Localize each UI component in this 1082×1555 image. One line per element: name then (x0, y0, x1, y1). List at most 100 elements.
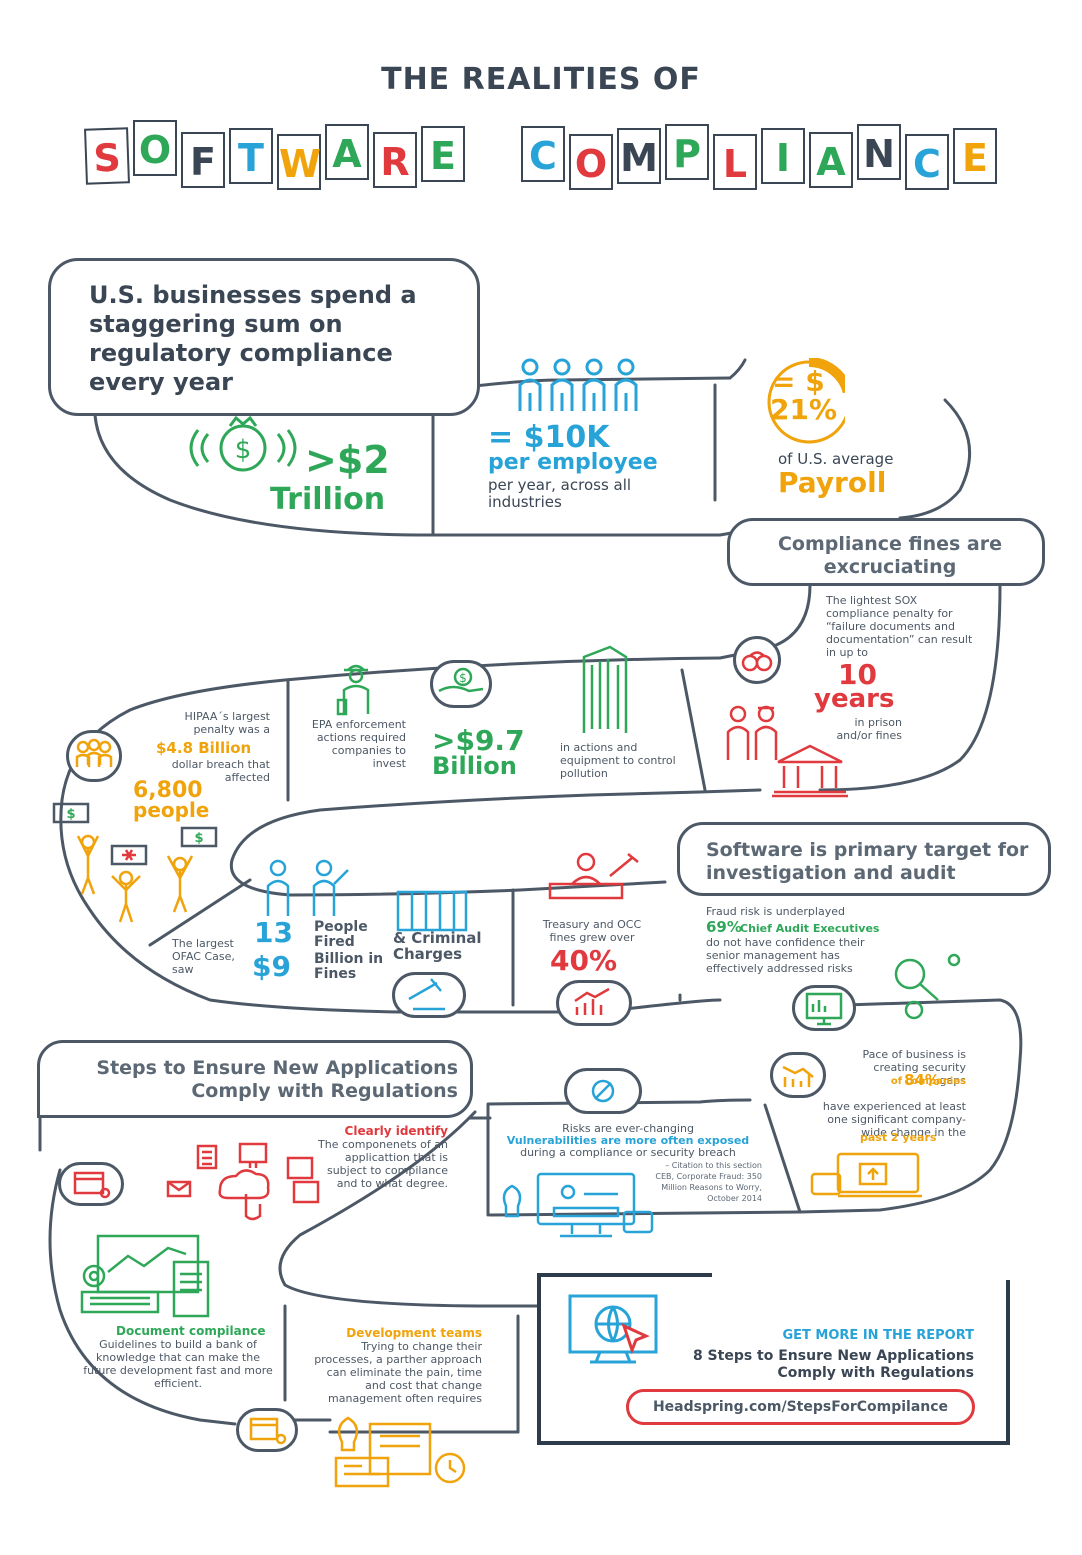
tile-r: R (373, 132, 417, 188)
svg-text:$: $ (459, 671, 467, 685)
step1-title: Clearly identify (344, 1124, 448, 1138)
tile-c: C (521, 126, 565, 182)
ofac-num1: 13 (254, 916, 293, 949)
tile-e: E (421, 126, 465, 182)
worker-icon (336, 664, 370, 716)
handcuffs-icon (741, 651, 773, 672)
tile-p: P (665, 124, 709, 180)
section1-heading: U.S. businesses spend a staggering sum o… (89, 281, 417, 396)
sox-unit: years (814, 684, 895, 714)
title-tiles: S O F T W A R E C O M P L I A N C E (84, 120, 1005, 200)
decline-chart-icon (782, 1065, 814, 1087)
ofac-charges: & Criminal Charges (393, 929, 482, 963)
fraud-line: Fraud risk is underplayed (706, 905, 845, 918)
step3-desc: Trying to change their processes, a part… (314, 1340, 482, 1405)
code-window-icon (249, 1417, 287, 1445)
handcuffs-circle (733, 636, 781, 684)
epa-unit: Billion (432, 752, 517, 780)
ofac-num2-label: Billion in Fines (314, 951, 384, 982)
hipaa-mid: dollar breach that affected (171, 758, 270, 784)
code-window-circle (236, 1408, 298, 1452)
treasury-value: 40% (550, 944, 618, 977)
sox-number: 10 (838, 658, 877, 691)
money-hand-icon: $ (438, 667, 484, 693)
stat3-eq: = $ (772, 365, 825, 398)
pace-desc: have experienced at least one significan… (822, 1100, 966, 1139)
section3-heading: Software is primary target for investiga… (706, 839, 1029, 884)
monitor-circle (792, 985, 856, 1031)
ofac-num2: $9 (252, 950, 291, 983)
svg-text:$: $ (235, 435, 252, 465)
fraud-desc: do not have confidence their senior mana… (706, 936, 865, 975)
idea-process-icon (334, 1416, 466, 1488)
tile-s: S (84, 127, 130, 185)
fraud-pct: 69% (706, 918, 742, 936)
sox-desc: The lightest SOX compliance penalty for … (826, 594, 973, 659)
group-circle (66, 730, 122, 782)
courthouse-icon (772, 744, 848, 798)
hipaa-value: $4.8 Billion (156, 739, 252, 757)
payroll-arc (808, 358, 845, 394)
gavel-icon (408, 978, 445, 1011)
fired-people-icon (266, 859, 349, 916)
tile-o2: O (569, 134, 613, 190)
prisoners-icon (726, 705, 778, 760)
citation: – Citation to this section CEB, Corporat… (655, 1161, 762, 1203)
ofac-num1-label: People Fired (314, 919, 368, 950)
payroll-pie (767, 358, 845, 444)
risk-vuln: Vulnerabilities are more often exposed (506, 1134, 750, 1147)
globe-monitor-icon[interactable] (566, 1292, 662, 1366)
section4-heading-bubble: Steps to Ensure New Applications Comply … (37, 1040, 473, 1118)
stat3-pct: 21% (770, 393, 838, 426)
tile-e2: E (953, 128, 997, 184)
growth-chart-icon (574, 987, 610, 1015)
tile-w: W (277, 134, 321, 190)
document-dashboard-icon (80, 1234, 210, 1318)
step2-desc: Guidelines to build a bank of knowledge … (83, 1338, 273, 1390)
hipaa-pre: HIPAA´s largest penalty was a (184, 710, 270, 736)
epa-tail: in actions and equipment to control poll… (560, 741, 676, 780)
factory-building-icon (582, 645, 628, 733)
epa-desc: EPA enforcement actions required compani… (311, 718, 406, 770)
computer-settings-icon (502, 1172, 654, 1238)
pace-pct: 84% (904, 1071, 940, 1089)
epa-value: >$9.7 (432, 724, 525, 757)
pace-of: of companies (890, 1076, 966, 1087)
warning-circle (564, 1068, 642, 1114)
stat1-unit: Trillion (270, 482, 386, 517)
stat3-desc: of U.S. average (778, 450, 894, 468)
svg-text:$: $ (66, 807, 75, 822)
stat2-value: = $10K (488, 420, 610, 455)
magnifier-gear-icon (894, 953, 961, 1020)
people-icon (518, 358, 638, 411)
judge-icon (548, 852, 639, 900)
gavel-circle (392, 972, 466, 1018)
tile-n: N (857, 124, 901, 180)
tile-m: M (617, 128, 661, 184)
tile-i: I (761, 128, 805, 184)
step2-title: Document compilance (116, 1324, 266, 1338)
treasury-desc: Treasury and OCC fines grew over (542, 918, 642, 944)
pace-pre: Pace of business is creating security ga… (862, 1048, 966, 1087)
stat3-unit: Payroll (778, 466, 887, 499)
tile-t: T (229, 128, 273, 184)
pace-tail: past 2 years (860, 1131, 937, 1144)
tile-o: O (133, 120, 177, 176)
svg-text:$: $ (194, 831, 203, 846)
chart-circle (556, 980, 632, 1026)
section3-heading-bubble: Software is primary target for investiga… (677, 822, 1051, 896)
tile-f: F (181, 132, 225, 188)
money-hand-circle: $ (430, 660, 492, 708)
cta-title: 8 Steps to Ensure New Applications Compl… (692, 1348, 974, 1381)
section1-heading-bubble: U.S. businesses spend a staggering sum o… (48, 258, 480, 416)
cloud-apps-icon (166, 1142, 320, 1221)
jail-icon (396, 890, 468, 932)
tile-a: A (325, 124, 369, 180)
trend-circle (770, 1052, 826, 1098)
section2-heading-bubble: Compliance fines are excruciating (727, 518, 1045, 586)
no-access-icon (591, 1079, 615, 1103)
report-link[interactable]: Headspring.com/StepsForCompilance (626, 1389, 975, 1425)
money-bag-icon: $ (189, 416, 297, 472)
cta-label: GET MORE IN THE REPORT (782, 1328, 974, 1343)
tile-l: L (713, 134, 757, 190)
